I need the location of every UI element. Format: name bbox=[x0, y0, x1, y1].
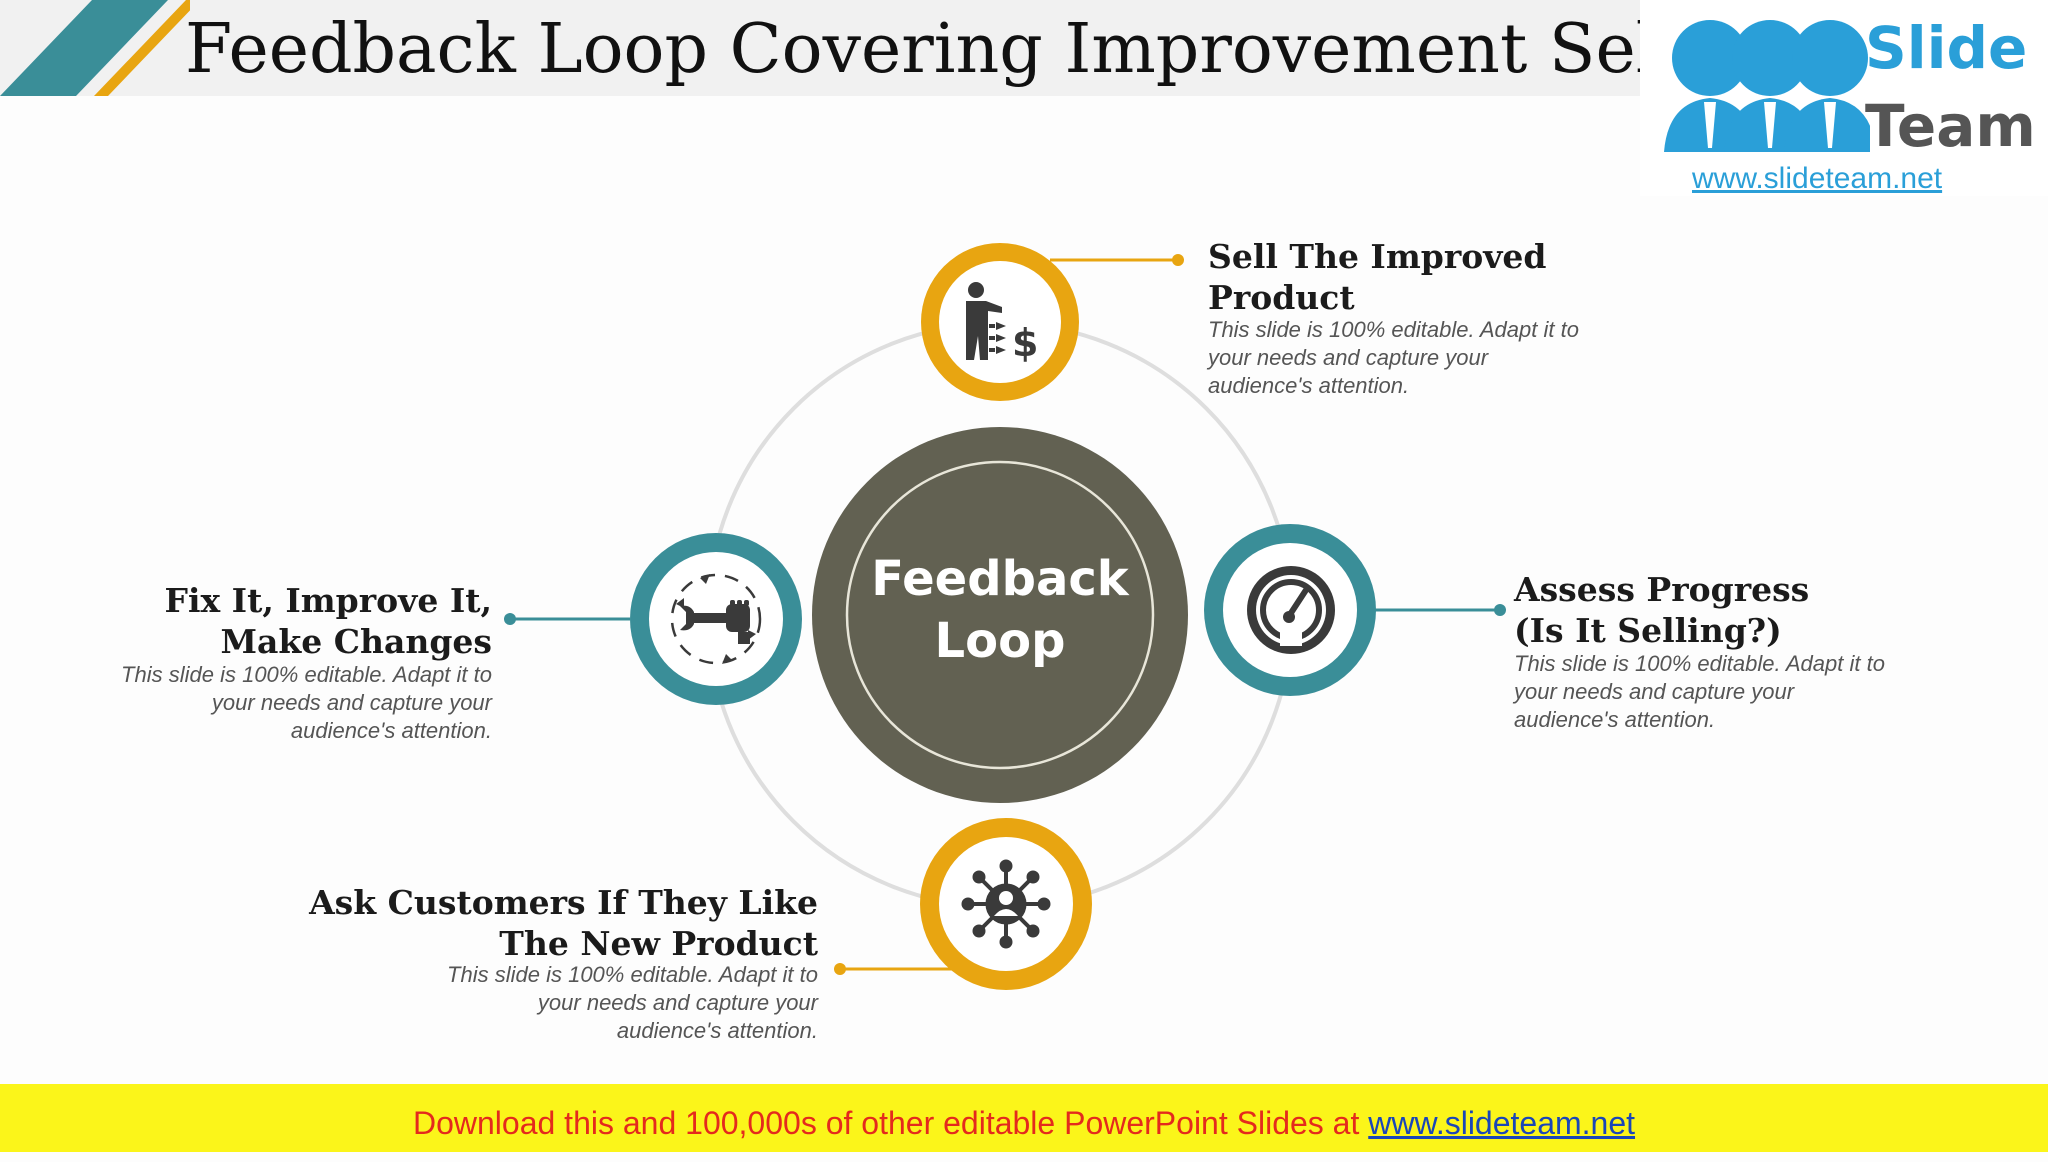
connector-dot-step-3 bbox=[834, 963, 846, 975]
step-2-heading-line2: (Is It Selling?) bbox=[1514, 611, 1782, 650]
step-4-heading-line2: Make Changes bbox=[220, 622, 492, 661]
step-1-heading: Sell The Improved Product bbox=[1208, 236, 1547, 318]
logo-brand-team: Team bbox=[1865, 92, 2036, 160]
footer-text: Download this and 100,000s of other edit… bbox=[0, 1084, 2048, 1162]
step-4-description: This slide is 100% editable. Adapt it to… bbox=[121, 662, 492, 743]
logo-url-link[interactable]: www.slideteam.net bbox=[1692, 162, 1943, 195]
logo-brand-slide: Slide bbox=[1865, 14, 2028, 82]
center-circle bbox=[812, 427, 1188, 803]
step-2-heading-line1: Assess Progress bbox=[1514, 570, 1810, 609]
title-accent-stripes bbox=[0, 0, 190, 96]
step-2-description: This slide is 100% editable. Adapt it to… bbox=[1514, 651, 1885, 732]
speedometer-icon bbox=[1247, 566, 1335, 654]
step-1-description: This slide is 100% editable. Adapt it to… bbox=[1208, 317, 1579, 398]
step-4-heading-line1: Fix It, Improve It, bbox=[164, 581, 492, 620]
step-3-heading-line1: Ask Customers If They Like bbox=[309, 883, 818, 922]
people-group-icon bbox=[1664, 20, 1870, 152]
page-title: Feedback Loop Covering Improvement Selli… bbox=[185, 10, 1789, 89]
feedback-loop-diagram: $ bbox=[504, 243, 1506, 990]
step-2-heading: Assess Progress (Is It Selling?) bbox=[1514, 569, 1809, 651]
connector-dot-step-4 bbox=[504, 613, 516, 625]
node-step-3 bbox=[920, 818, 1092, 990]
center-label: Feedback Loop bbox=[820, 548, 1180, 672]
center-label-line1: Feedback bbox=[871, 551, 1129, 607]
slideteam-logo: Slide Team www.slideteam.net bbox=[1640, 0, 2048, 196]
customer-network-icon bbox=[961, 859, 1051, 949]
footer-link[interactable]: www.slideteam.net bbox=[1368, 1105, 1636, 1141]
step-3-description: This slide is 100% editable. Adapt it to… bbox=[447, 962, 818, 1043]
node-step-1: $ bbox=[921, 243, 1079, 401]
center-label-line2: Loop bbox=[934, 613, 1066, 669]
step-3-heading-line2: The New Product bbox=[499, 924, 818, 963]
footer-message: Download this and 100,000s of other edit… bbox=[412, 1105, 1369, 1141]
step-1-heading-line1: Sell The Improved bbox=[1208, 237, 1547, 276]
step-1-heading-line2: Product bbox=[1208, 278, 1355, 317]
node-step-2 bbox=[1204, 524, 1376, 696]
node-step-4 bbox=[630, 533, 802, 705]
step-4-heading: Fix It, Improve It, Make Changes bbox=[80, 580, 492, 662]
svg-text:$: $ bbox=[1012, 321, 1038, 365]
connector-dot-step-2 bbox=[1494, 604, 1506, 616]
footer-banner: Download this and 100,000s of other edit… bbox=[0, 1084, 2048, 1152]
wrench-fist-cycle-icon bbox=[670, 573, 762, 665]
presenter-dollar-icon: $ bbox=[966, 282, 1038, 365]
center-inner-ring bbox=[845, 460, 1155, 770]
connector-dot-step-1 bbox=[1172, 254, 1184, 266]
step-3-heading: Ask Customers If They Like The New Produ… bbox=[300, 882, 818, 964]
